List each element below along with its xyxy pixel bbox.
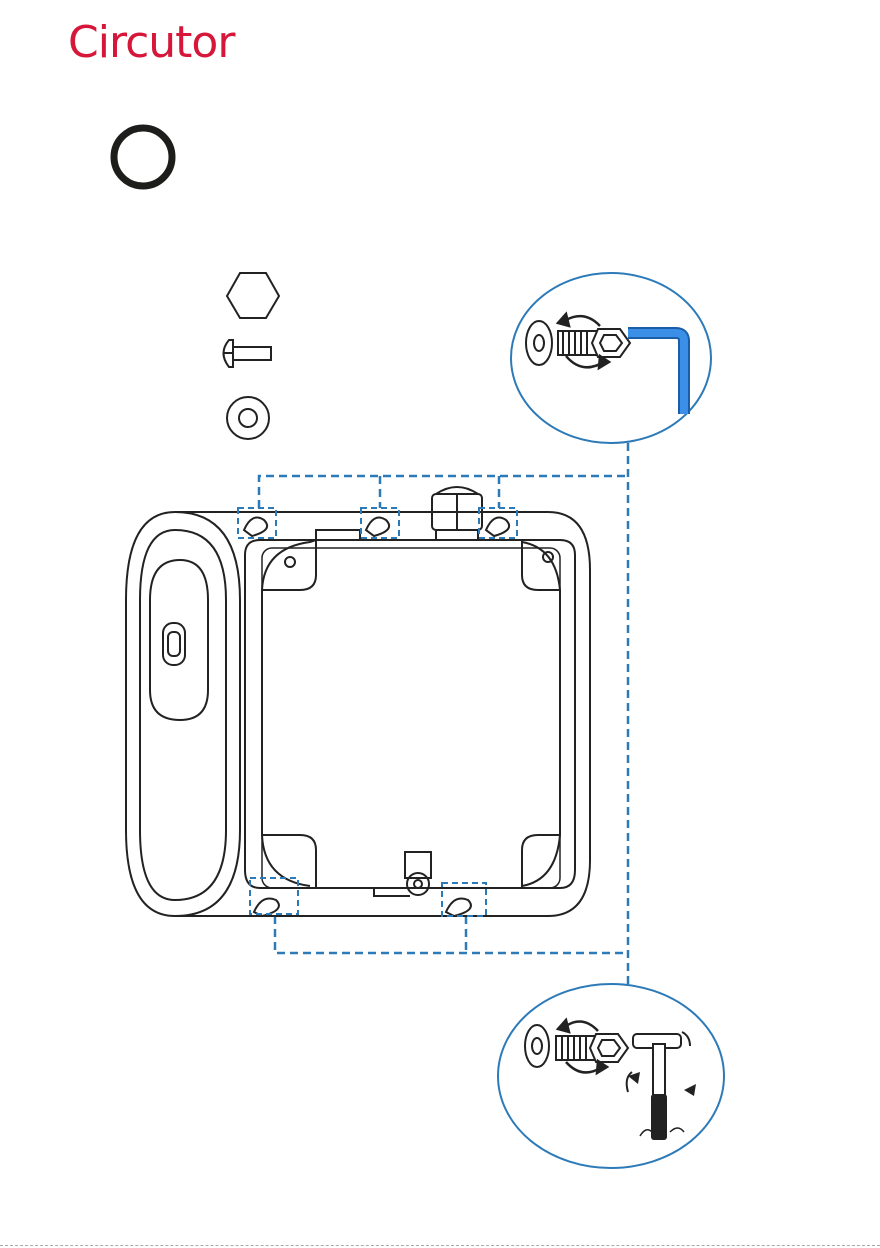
washer-icon [526,321,552,365]
washer-icon [227,397,269,439]
bolt-icon [556,1034,628,1062]
bottom-detail-callout [498,984,724,1168]
hex-nut-icon [227,273,279,318]
slot-highlight-boxes [238,508,517,916]
page-bottom-rule [0,1245,880,1246]
step-marker-icon [114,128,172,186]
washer-icon [525,1025,549,1067]
flange-screw-icon [224,340,272,367]
slot-highlight-box [250,878,298,914]
top-detail-callout [511,273,711,443]
bolt-icon [558,329,630,357]
enclosure-drawing [126,487,590,916]
connector-lines [259,443,628,986]
